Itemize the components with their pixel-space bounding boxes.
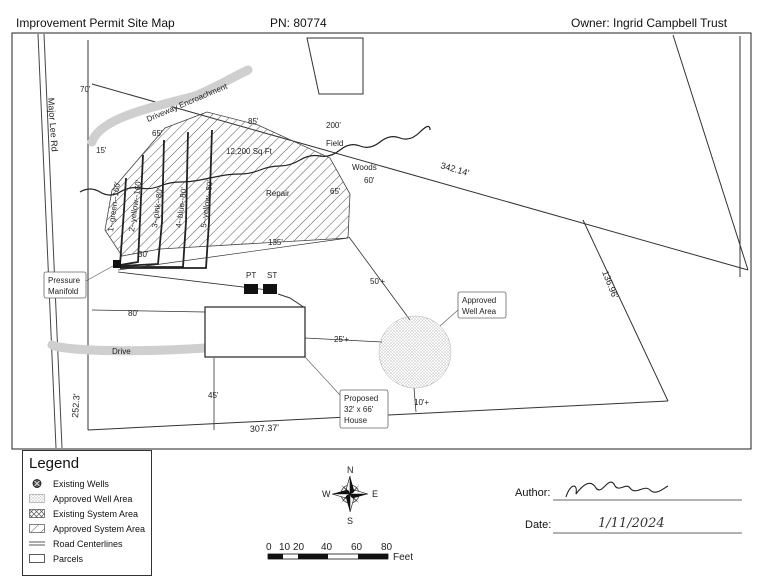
compass-w: W	[322, 489, 331, 499]
dim-65a: 65'	[152, 129, 163, 138]
house-callout-line-3: House	[344, 416, 368, 425]
manifold-callout-line-1: Pressure	[48, 276, 81, 285]
legend-title: Legend	[29, 455, 80, 472]
well-callout-leader	[439, 309, 459, 327]
dim-70: 70'	[80, 85, 91, 94]
dim-200: 200'	[326, 121, 341, 130]
dim-85: 85'	[248, 117, 259, 126]
manifold-callout-leader	[83, 265, 114, 283]
tank-to-house-line	[277, 293, 306, 309]
boundary-252: 252.3'	[70, 393, 82, 418]
system-area-size-label: 12,200 Sq Ft	[226, 147, 273, 156]
house-to-well-line	[304, 337, 383, 343]
approved-system-area-swatch	[29, 524, 45, 533]
drive-band	[47, 340, 210, 356]
road-name-label: Major Lee Rd	[46, 97, 60, 152]
compass-e: E	[372, 489, 378, 499]
dim-65b: 65'	[330, 187, 341, 196]
boundary-307: 307.37'	[250, 422, 280, 434]
scale-bar	[267, 553, 389, 560]
house-callout-box	[339, 389, 389, 429]
manifold-callout-line-2: Manifold	[48, 287, 78, 296]
existing-system-area-swatch	[29, 509, 45, 518]
proposed-house	[204, 306, 306, 358]
pump-tank-label: PT	[246, 271, 256, 280]
road-centerline-swatch	[29, 541, 45, 546]
well-setback-line	[413, 387, 417, 413]
well-callout-line-1: Approved	[462, 296, 496, 305]
well-callout-box	[457, 291, 507, 319]
house-callout-line-2: 32' x 66'	[344, 405, 374, 414]
road-centerline-left	[37, 33, 57, 449]
field-label: Field	[326, 139, 343, 148]
compass-rose	[331, 475, 369, 513]
manifold-to-system-line	[117, 237, 349, 271]
road-centerline-right	[43, 33, 63, 449]
approved-well-area-swatch	[29, 494, 45, 503]
pump-tank	[244, 284, 258, 294]
drive-label: Drive	[112, 347, 131, 356]
owner-name: Owner: Ingrid Campbell Trust	[571, 16, 728, 30]
scale-tick-10: 10	[279, 542, 291, 553]
dim-60: 60'	[364, 176, 375, 185]
scale-tick-20: 20	[293, 542, 305, 553]
date-label: Date:	[525, 519, 552, 531]
compass-s: S	[347, 516, 353, 526]
author-signature-mark	[565, 481, 669, 498]
scale-tick-0: 0	[266, 542, 272, 553]
scale-tick-40: 40	[321, 542, 333, 553]
house-setback-line-road	[91, 309, 206, 313]
dim-50: 50'+	[370, 277, 385, 286]
legend-box: Legend Existing Wells Approved Well Area…	[22, 450, 152, 576]
approved-well-area	[378, 315, 452, 389]
well-callout-line-2: Well Area	[462, 307, 497, 316]
legend-label: Road Centerlines	[53, 539, 123, 549]
woods-label: Woods	[352, 163, 377, 172]
dim-15: 15'	[96, 146, 107, 155]
legend-label: Existing System Area	[53, 509, 139, 519]
map-title: Improvement Permit Site Map	[16, 16, 175, 30]
driveway-encroachment-band	[87, 65, 253, 147]
parcel-swatch	[29, 554, 45, 563]
permit-number: PN: 80774	[270, 16, 327, 30]
house-callout-leader	[304, 356, 341, 396]
legend-label: Approved System Area	[53, 524, 146, 534]
legend-label: Existing Wells	[53, 479, 109, 489]
existing-well-icon	[32, 479, 42, 488]
scale-unit: Feet	[393, 552, 413, 563]
date-value: 1/11/2024	[598, 516, 665, 531]
scale-tick-60: 60	[351, 542, 363, 553]
field-woods-boundary	[79, 125, 431, 196]
dim-25: 25'+	[334, 335, 349, 344]
dim-135: 135'	[268, 238, 283, 247]
author-label: Author:	[515, 487, 551, 499]
map-frame	[11, 32, 752, 450]
dim-80: 80'	[128, 309, 139, 318]
septic-tank	[263, 284, 277, 294]
septic-tank-label: ST	[267, 271, 277, 280]
house-callout-line-1: Proposed	[344, 394, 378, 403]
system-to-well-line	[348, 236, 411, 321]
legend-label: Approved Well Area	[53, 494, 133, 504]
manifold-callout-box	[43, 271, 87, 299]
approved-system-area	[104, 111, 351, 257]
repair-area-label: Repair	[266, 189, 290, 198]
scale-tick-80: 80	[381, 542, 393, 553]
dim-10: 10'+	[414, 398, 429, 407]
dim-30: 30'	[138, 250, 149, 259]
manifold-to-tanks-line	[117, 271, 269, 291]
compass-n: N	[347, 465, 354, 475]
dim-45: 45'	[208, 391, 219, 400]
legend-label: Parcels	[53, 554, 84, 564]
pressure-manifold-marker	[113, 260, 121, 268]
boundary-342: 342.14'	[439, 160, 470, 178]
supply-lines	[119, 129, 213, 269]
boundary-136: 136.96'	[600, 269, 620, 300]
